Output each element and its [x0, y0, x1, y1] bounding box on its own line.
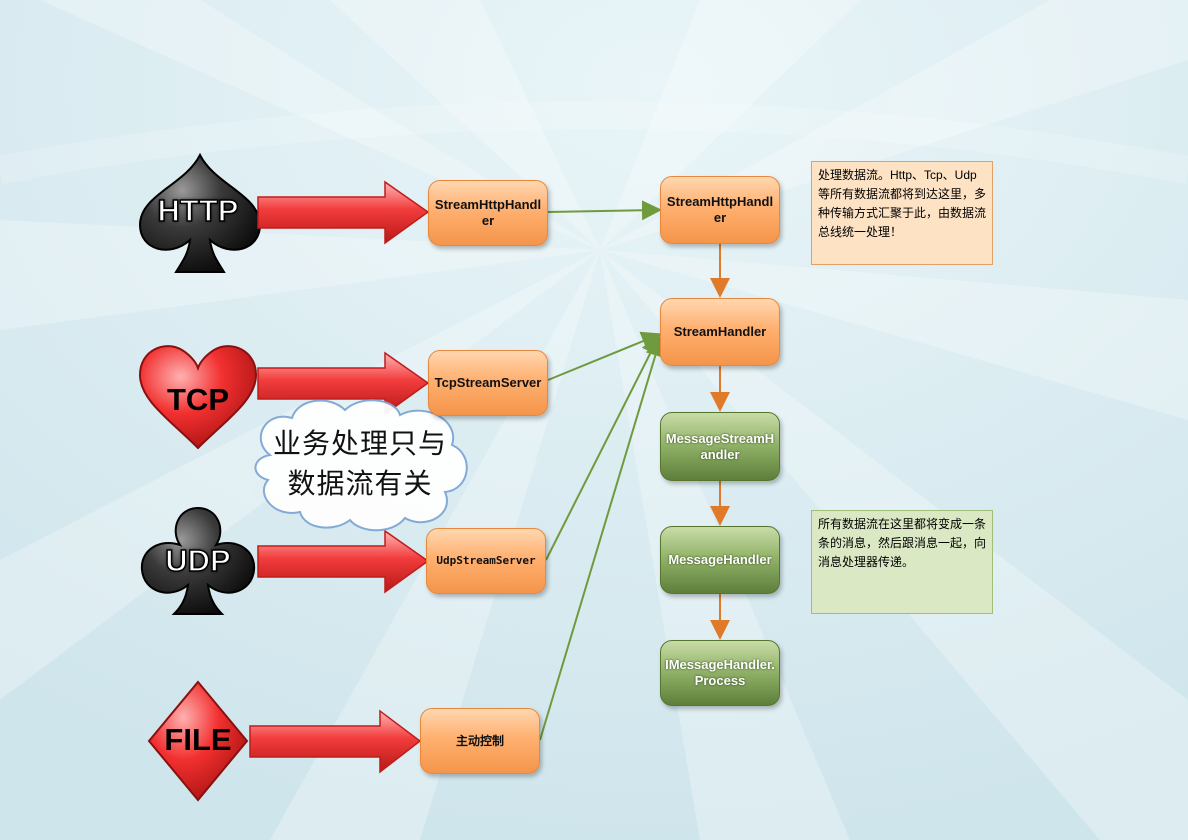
note-message-text: 所有数据流在这里都将变成一条条的消息，然后跟消息一起，向消息处理器传递。 [818, 517, 987, 569]
node-message-stream-handler[interactable]: MessageStreamHandler [660, 412, 780, 481]
note-message: 所有数据流在这里都将变成一条条的消息，然后跟消息一起，向消息处理器传递。 [811, 510, 993, 614]
tcp-label: TCP [167, 382, 229, 417]
note-stream: 处理数据流。Http、Tcp、Udp等所有数据流都将到达这里，多种传输方式汇聚于… [811, 161, 993, 265]
node-stream-http-handler-entry[interactable]: StreamHttpHandler [428, 180, 548, 246]
arrow-udp [257, 529, 430, 594]
node-udp-stream-server[interactable]: UdpStreamServer [426, 528, 546, 594]
diamond-icon [147, 680, 249, 802]
file-label: FILE [164, 722, 232, 757]
cloud-line-1: 业务处理只与 [272, 427, 447, 460]
arrow-http [257, 180, 430, 245]
cloud-line-2: 数据流有关 [287, 467, 433, 500]
connector-file-to-streamhandler [539, 336, 665, 741]
node-active-control[interactable]: 主动控制 [420, 708, 540, 774]
node-stream-http-handler[interactable]: StreamHttpHandler [660, 176, 780, 244]
note-stream-text: 处理数据流。Http、Tcp、Udp等所有数据流都将到达这里，多种传输方式汇聚于… [818, 168, 987, 239]
node-stream-handler[interactable]: StreamHandler [660, 298, 780, 366]
node-message-handler[interactable]: MessageHandler [660, 526, 780, 594]
connector-tcp-to-streamhandler [547, 331, 662, 381]
http-label: HTTP [157, 192, 239, 229]
club-icon [140, 506, 256, 615]
connector-http-to-pipeline [547, 200, 662, 221]
cloud-shape [254, 399, 468, 532]
cloud-text: 业务处理只与 数据流有关 [255, 424, 465, 504]
udp-label: UDP [165, 542, 232, 579]
connector-udp-to-streamhandler [545, 334, 660, 561]
heart-icon [138, 345, 258, 450]
node-imessage-handler-process[interactable]: IMessageHandler.Process [660, 640, 780, 706]
arrow-tcp [257, 351, 430, 416]
node-tcp-stream-server[interactable]: TcpStreamServer [428, 350, 548, 416]
arrow-file [249, 709, 422, 774]
